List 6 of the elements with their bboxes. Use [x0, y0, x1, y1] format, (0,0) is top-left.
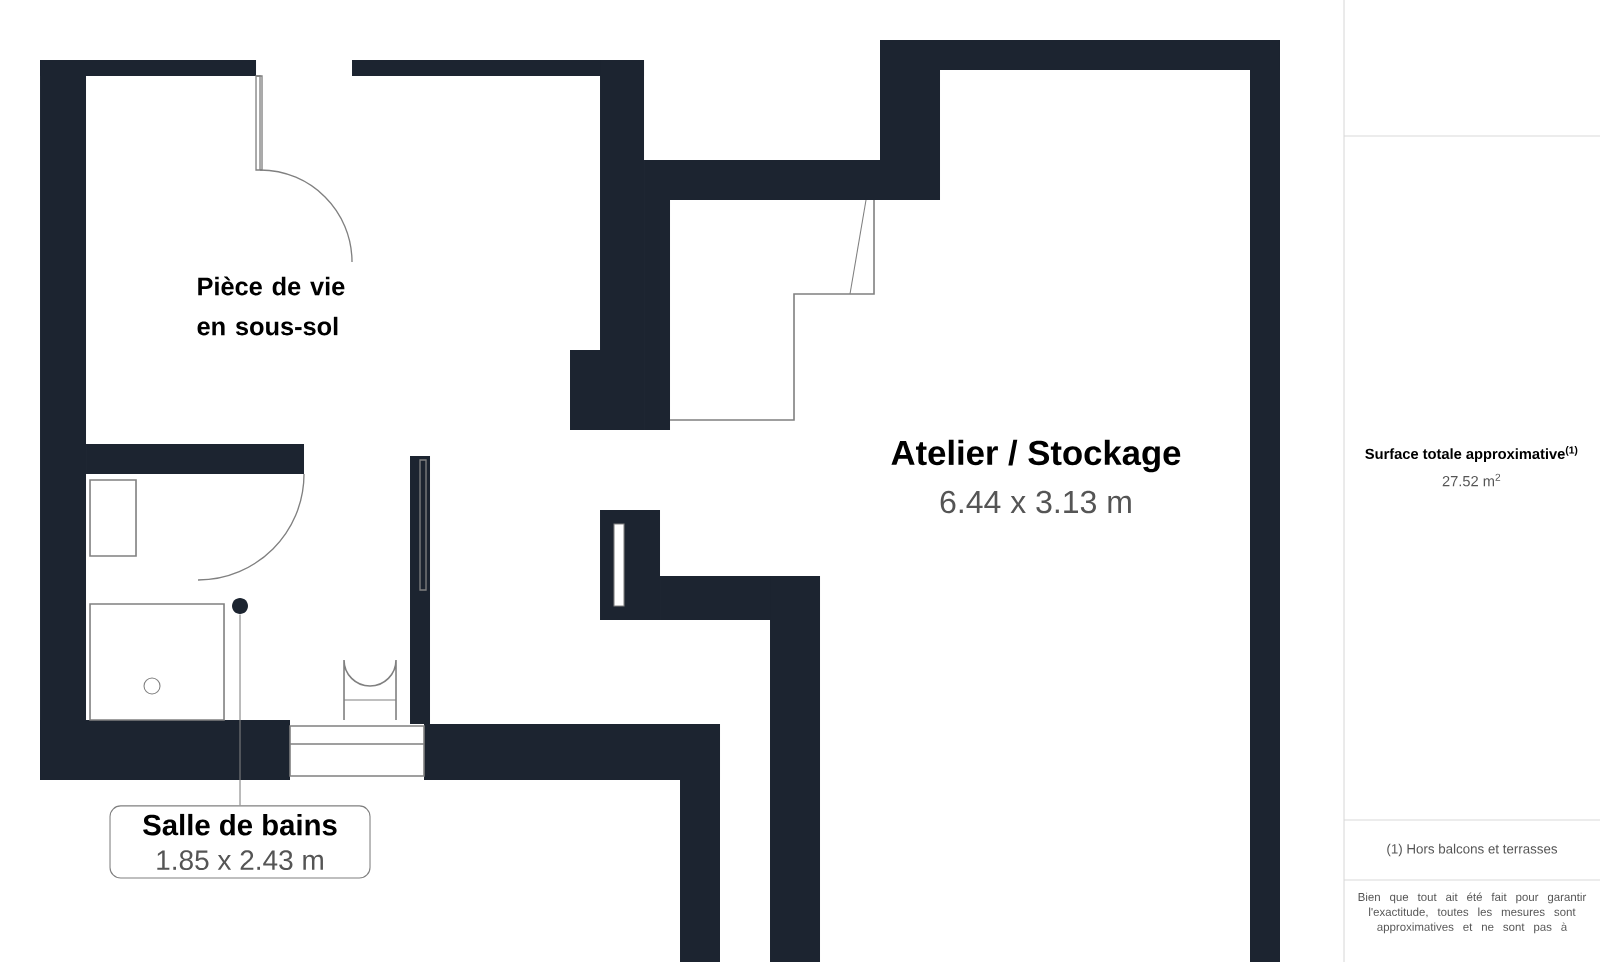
room-label-box: Salle de bains 1.85 x 2.43 m: [109, 805, 371, 879]
room-dimensions: 6.44 x 3.13 m: [940, 490, 1131, 514]
room-name: Pièce de vie en sous-sol: [197, 276, 345, 336]
leader-dot: [232, 598, 248, 614]
room-name: Atelier / Stockage: [891, 439, 1181, 473]
leader-line: [239, 614, 241, 806]
